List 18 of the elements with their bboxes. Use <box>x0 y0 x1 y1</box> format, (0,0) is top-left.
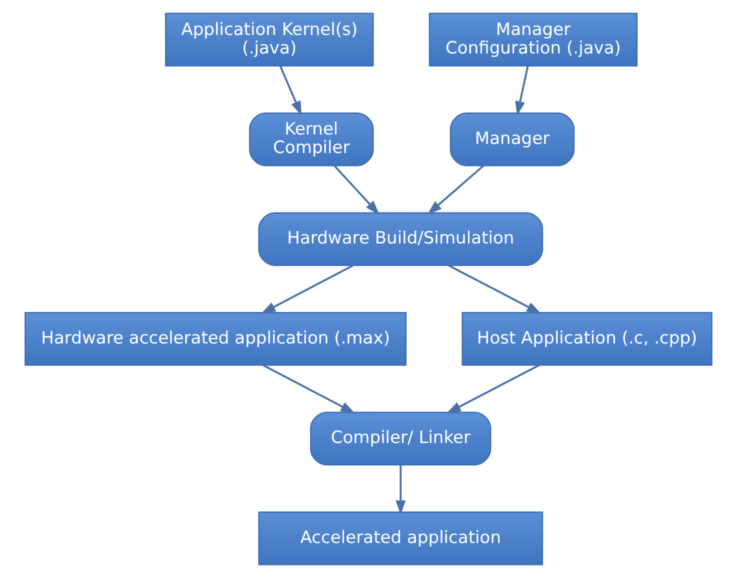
arrow <box>514 66 528 116</box>
node-box: Hardware accelerated application (.max) <box>24 312 406 366</box>
node-box: Application Kernel(s) (.java) <box>164 12 374 67</box>
node-box: Compiler/ Linker <box>310 412 491 466</box>
arrow <box>262 364 355 414</box>
arrow <box>426 164 484 214</box>
node-box: Accelerated application <box>258 511 543 566</box>
node-box: Hardware Build/Simulation <box>258 212 543 266</box>
arrow <box>260 264 353 314</box>
node-box: Manager Configuration (.java) <box>428 12 638 67</box>
node-box: Manager <box>449 112 574 166</box>
arrow <box>448 264 541 314</box>
arrow <box>395 464 406 515</box>
node-box: Kernel Compiler <box>248 112 374 166</box>
node-box: Host Application (.c, .cpp) <box>461 312 712 366</box>
arrow <box>446 364 539 414</box>
arrow <box>333 165 379 215</box>
arrow <box>278 66 302 116</box>
